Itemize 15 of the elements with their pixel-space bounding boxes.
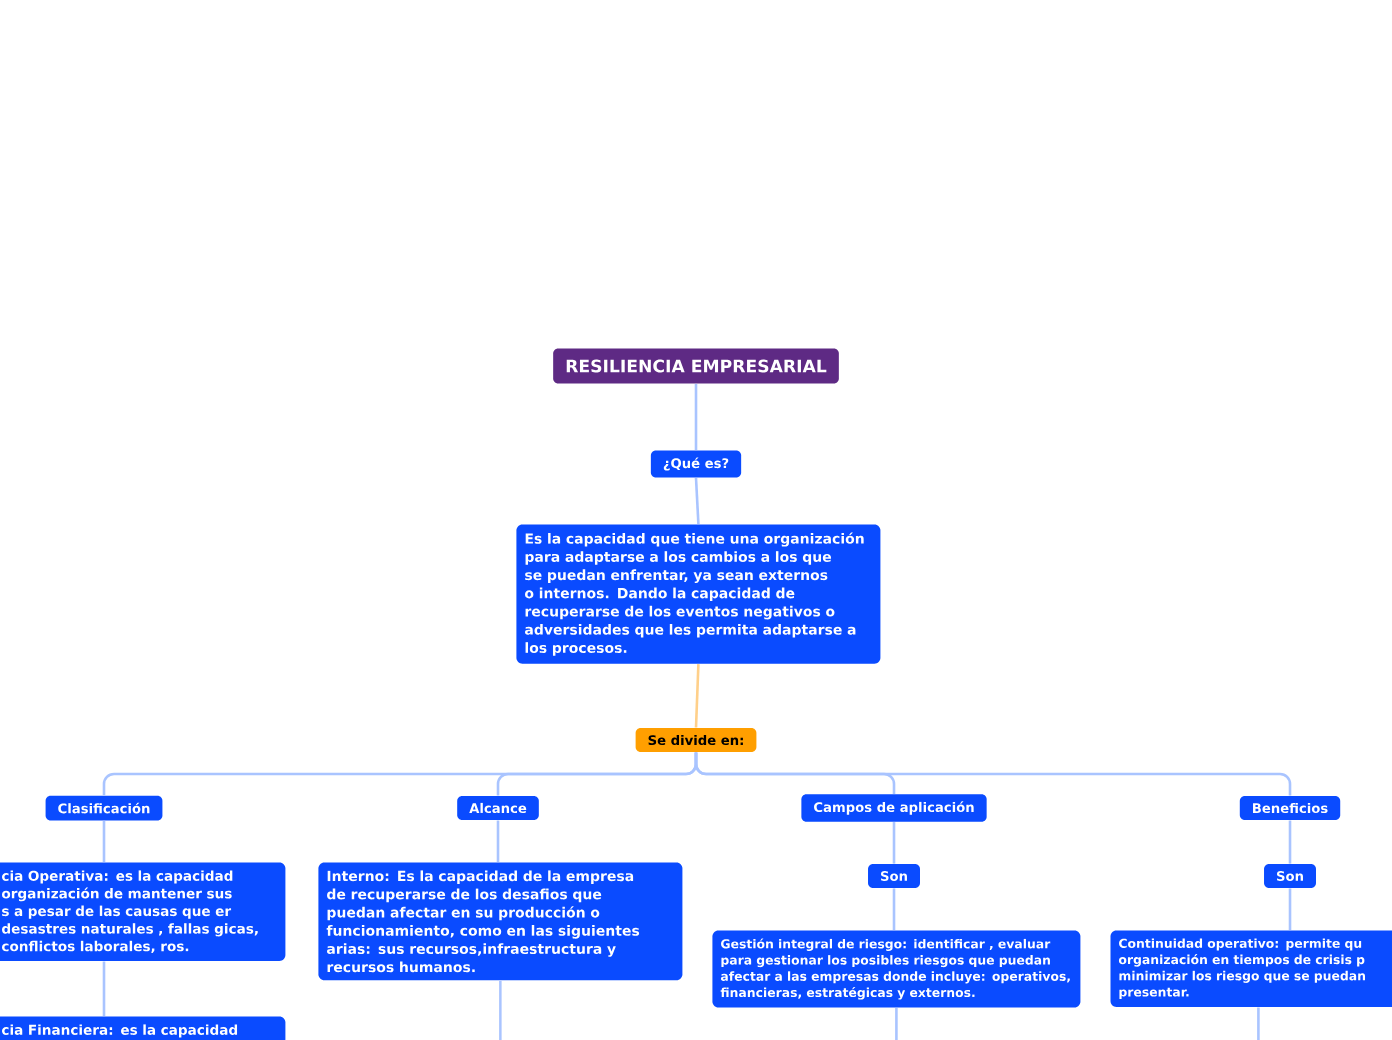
connector-line: [694, 477, 700, 525]
connector-line: [102, 961, 106, 1016]
connector-line: [1257, 1007, 1260, 1040]
connector-line: [694, 752, 1292, 796]
connector-line: [102, 820, 106, 862]
connector-line: [694, 383, 698, 451]
connector-line: [892, 888, 896, 930]
connector-line: [496, 820, 500, 862]
connector-line: [1288, 820, 1292, 864]
title-box: RESILIENCIA EMPRESARIAL: [553, 348, 839, 384]
connector-line: [895, 1008, 898, 1040]
connector-line: [1288, 888, 1292, 930]
connector-line: [694, 664, 700, 728]
connector-line: [892, 822, 896, 864]
connector-line: [499, 980, 502, 1040]
